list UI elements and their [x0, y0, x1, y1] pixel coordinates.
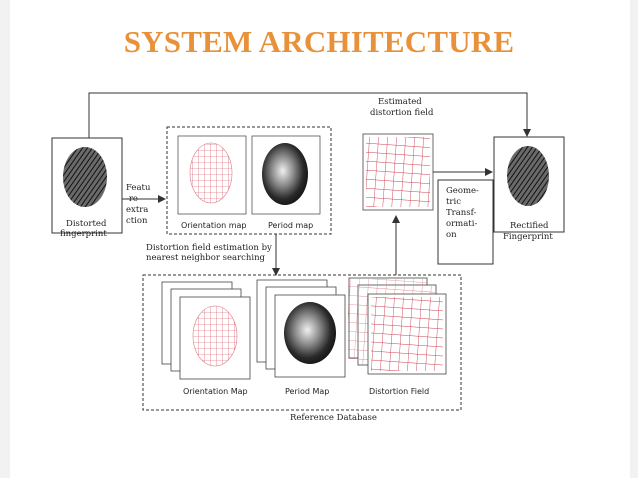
db-distortion-label: Distortion Field	[369, 387, 429, 396]
period-map-label: Period map	[268, 221, 313, 230]
db-orientation-label: Orientation Map	[183, 387, 248, 396]
db-distortion-image	[371, 297, 443, 371]
estimation-label-line2: nearest neighbor searching	[146, 253, 266, 263]
distorted-label-line2: fingerprint	[60, 229, 107, 239]
estimation-step: Distortion field estimation by nearest n…	[146, 234, 276, 275]
feature-label-line3: extra	[126, 205, 148, 215]
rectified-fingerprint-image	[507, 146, 549, 206]
geometric-transformation-box: Geome- tric Transf- ormati- on	[438, 180, 493, 264]
estimated-label-line1: Estimated	[378, 97, 422, 107]
distorted-fingerprint-box: Distorted fingerprint	[52, 138, 122, 239]
rectified-label-line1: Rectified	[510, 221, 549, 231]
rectified-label-line2: Fingerprint	[503, 232, 553, 242]
feature-label-line2: -re	[126, 194, 138, 204]
estimated-field-image	[366, 137, 430, 207]
feature-label-line1: Featu	[126, 183, 151, 193]
db-period-label: Period Map	[285, 387, 329, 396]
estimated-label-line2: distortion field	[370, 108, 434, 118]
distorted-label-line1: Distorted	[66, 219, 107, 229]
geometric-label-line1: Geome-	[446, 186, 479, 196]
geometric-label-line5: on	[446, 230, 457, 240]
db-period-image	[284, 302, 336, 364]
distorted-fingerprint-image	[63, 147, 107, 207]
reference-database-group: Orientation Map Period Map Distortion Fi…	[143, 275, 461, 423]
period-map-image	[262, 143, 308, 205]
feature-extraction-step: Featu -re extra ction	[122, 183, 165, 226]
db-orientation-image	[193, 306, 237, 366]
extracted-features-group: Orientation map Period map	[167, 127, 331, 234]
bypass-arrow	[89, 93, 527, 138]
geometric-label-line2: tric	[446, 197, 461, 207]
geometric-label-line4: ormati-	[446, 219, 477, 229]
orientation-map-image	[190, 143, 232, 203]
estimation-label-line1: Distortion field estimation by	[146, 243, 272, 253]
rectified-fingerprint-box: Rectified Fingerprint	[494, 137, 564, 242]
feature-label-line4: ction	[126, 216, 148, 226]
orientation-map-label: Orientation map	[181, 221, 246, 230]
geometric-label-line3: Transf-	[446, 208, 476, 218]
reference-database-label: Reference Database	[290, 413, 377, 423]
